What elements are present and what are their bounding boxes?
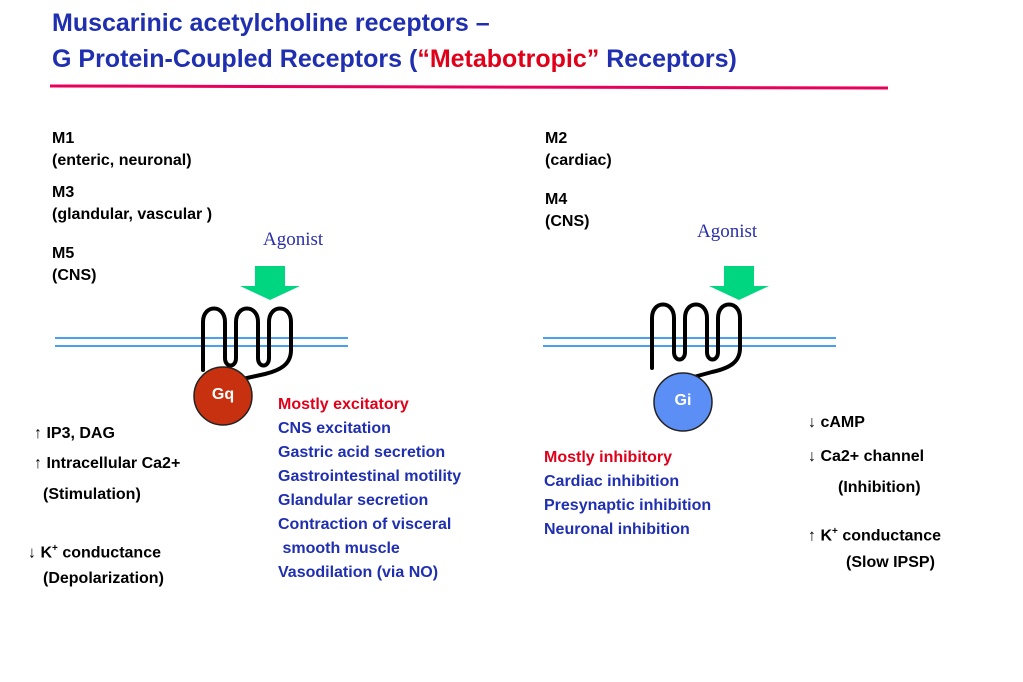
title-line-1: Muscarinic acetylcholine receptors – [52, 9, 490, 37]
left-signal-stimulation: (Stimulation) [43, 486, 141, 503]
down-arrow-icon: ↓ [808, 448, 816, 465]
up-arrow-icon: ↑ [34, 425, 42, 442]
right-signal-k: ↑ K+ conductance [808, 526, 941, 545]
left-agonist-arrow-icon [240, 266, 300, 300]
left-effect-item: Gastric acid secretion [278, 444, 446, 461]
left-signal-k: ↓ K+ conductance [28, 543, 161, 562]
subtype-name: M2 [545, 130, 568, 147]
subtype-desc: (enteric, neuronal) [52, 152, 192, 169]
subtype-name: M5 [52, 245, 75, 262]
right-subtype-m4: M4 (CNS) [545, 189, 589, 233]
right-signal-camp: ↓ cAMP [808, 414, 865, 431]
left-effect-item: Gastrointestinal motility [278, 468, 462, 485]
left-effect-item: Glandular secretion [278, 492, 429, 509]
gq-label: Gq [211, 386, 235, 403]
left-receptor-icon [201, 306, 293, 382]
left-signal-depolarization: (Depolarization) [43, 570, 164, 587]
left-signal-ip3: ↑ IP3, DAG [34, 425, 115, 442]
right-effect-item: Presynaptic inhibition [544, 497, 712, 514]
subtype-name: M4 [545, 191, 568, 208]
right-effects-list: Mostly inhibitory Cardiac inhibition Pre… [544, 446, 711, 542]
down-arrow-icon: ↓ [808, 414, 816, 431]
right-subtype-m2: M2 (cardiac) [545, 128, 612, 172]
left-effect-item: smooth muscle [278, 540, 400, 557]
title-suffix: Receptors) [599, 45, 737, 73]
up-arrow-icon: ↑ [34, 455, 42, 472]
gi-label: Gi [674, 392, 692, 409]
left-effects-heading: Mostly excitatory [278, 396, 409, 413]
right-effect-item: Cardiac inhibition [544, 473, 680, 490]
right-membrane [543, 337, 836, 347]
right-signal-slow-ipsp: (Slow IPSP) [846, 554, 935, 571]
right-effect-item: Neuronal inhibition [544, 521, 690, 538]
left-effect-item: Contraction of visceral [278, 516, 452, 533]
right-signal-ca: ↓ Ca2+ channel [808, 448, 925, 465]
subtype-desc: (CNS) [545, 213, 590, 230]
subtype-name: M3 [52, 184, 75, 201]
left-subtype-m5: M5 (CNS) [52, 243, 96, 287]
right-receptor-icon [650, 302, 742, 380]
right-agonist-label: Agonist [697, 221, 758, 242]
left-subtype-m1: M1 (enteric, neuronal) [52, 128, 192, 172]
subtype-desc: (CNS) [52, 267, 97, 284]
left-effect-item: CNS excitation [278, 420, 391, 437]
title-highlight: “Metabotropic” [417, 45, 600, 73]
title-prefix: G Protein-Coupled Receptors ( [52, 45, 418, 73]
down-arrow-icon: ↓ [28, 544, 36, 562]
left-effects-list: Mostly excitatory CNS excitation Gastric… [278, 393, 461, 585]
left-agonist-label: Agonist [263, 229, 324, 250]
title-line-2: G Protein-Coupled Receptors (“Metabotrop… [52, 44, 737, 75]
subtype-desc: (glandular, vascular ) [52, 206, 213, 223]
gq-protein-icon [193, 366, 253, 426]
title-underline [49, 84, 889, 90]
subtype-name: M1 [52, 130, 75, 147]
left-effect-item: Vasodilation (via NO) [278, 564, 439, 581]
right-signal-inhibition: (Inhibition) [838, 479, 921, 496]
left-signal-ca: ↑ Intracellular Ca2+ [34, 455, 181, 472]
up-arrow-icon: ↑ [808, 527, 816, 545]
gi-protein-icon [653, 372, 713, 432]
subtype-desc: (cardiac) [545, 152, 612, 169]
right-agonist-arrow-icon [709, 266, 769, 300]
left-subtype-m3: M3 (glandular, vascular ) [52, 182, 212, 226]
right-effects-heading: Mostly inhibitory [544, 449, 672, 466]
